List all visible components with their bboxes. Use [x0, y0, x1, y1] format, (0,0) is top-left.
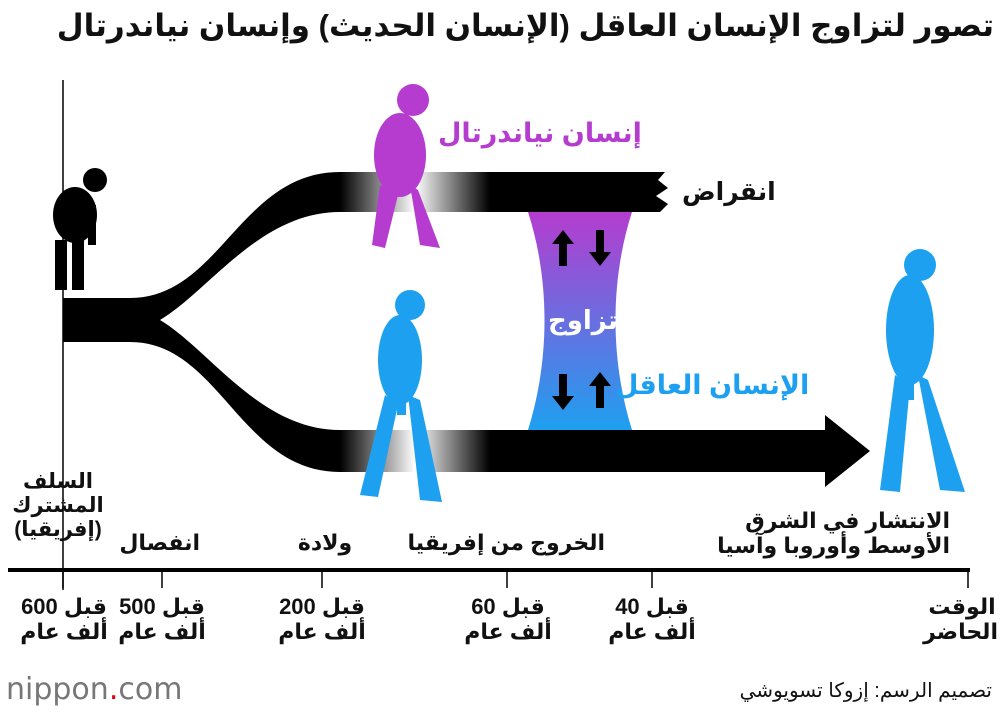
- tick-unit: ألف عام: [20, 619, 108, 645]
- common-stem: [63, 172, 340, 472]
- down-arrow-icon: [552, 372, 611, 410]
- interbreeding-label: تزاوج: [548, 305, 618, 335]
- ancestor-line2: المشترك: [12, 494, 104, 518]
- event-split: انفصال: [119, 530, 200, 555]
- up-arrow-icon: [552, 230, 611, 266]
- tick-unit: ألف عام: [118, 619, 206, 645]
- neanderthal-label: إنسان نياندرتال: [438, 118, 642, 148]
- neanderthal-branch: [490, 172, 668, 212]
- modern-human-figure-icon: [880, 249, 965, 492]
- tick-label: قبل 200: [279, 594, 365, 619]
- event-out-of-africa: الخروج من إفريقيا: [407, 530, 605, 555]
- tick-unit: الحاضر: [923, 619, 998, 645]
- tick-label: الوقت: [928, 594, 996, 619]
- tick-label: قبل 40: [615, 594, 689, 619]
- sapiens-figure-icon: [360, 290, 442, 502]
- sapiens-arrow: [490, 415, 870, 487]
- tick-label: قبل 600: [21, 594, 107, 619]
- credit: تصميم الرسم: إزوكا تسويوشي: [739, 680, 992, 702]
- logo-name: nippon: [6, 672, 109, 707]
- nippon-logo[interactable]: nippon.com: [6, 672, 182, 707]
- tick-unit: ألف عام: [608, 619, 696, 645]
- tick-unit: ألف عام: [278, 619, 366, 645]
- logo-dot: .: [108, 672, 119, 707]
- tick-label: قبل 60: [471, 594, 545, 619]
- neanderthal-figure-icon: [372, 84, 440, 248]
- event-ancestor: السلف المشترك (إفريقيا): [12, 470, 104, 542]
- event-spread: الانتشار في الشرق الأوسط وأوروبا وآسيا: [700, 508, 950, 559]
- spread-line2: الأوسط وأوروبا وآسيا: [717, 533, 950, 559]
- ancestor-ape-icon: [53, 168, 107, 290]
- ancestor-line1: السلف: [22, 470, 94, 493]
- tick-unit: ألف عام: [464, 619, 552, 645]
- event-birth: ولادة: [297, 530, 353, 555]
- extinction-label: انقراض: [682, 178, 776, 206]
- timeline-axis: [8, 568, 970, 572]
- spread-line1: الانتشار في الشرق: [745, 508, 950, 533]
- sapiens-label: الإنسان العاقل: [615, 370, 810, 400]
- interbreeding-band: [528, 212, 632, 430]
- page-title: تصور لتزاوج الإنسان العاقل (الإنسان الحد…: [56, 8, 994, 43]
- logo-tld: com: [118, 672, 183, 707]
- tick-label: قبل 500: [119, 594, 205, 619]
- timeline-ticks: [62, 572, 969, 588]
- ancestor-line3: (إفريقيا): [14, 518, 102, 542]
